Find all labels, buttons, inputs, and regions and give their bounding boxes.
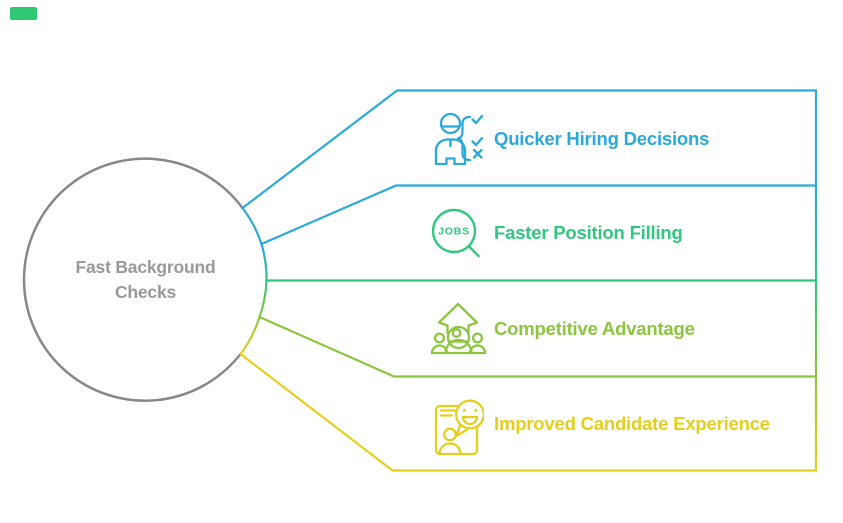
central-circle — [22, 157, 244, 402]
item1-label: Quicker Hiring Decisions — [494, 127, 710, 149]
central-node-title: Fast Background Checks — [75, 257, 216, 302]
item2-label: Faster Position Filling — [494, 222, 683, 243]
item3-label: Competitive Advantage — [494, 317, 695, 339]
jobs-search-icon: JOBS — [431, 208, 480, 258]
accent-bar — [10, 7, 37, 20]
jobs-icon-text: JOBS — [438, 226, 470, 238]
person-checklist-icon — [434, 112, 484, 165]
circle-arc-olive-yellow — [239, 315, 261, 356]
circle-arc-blue-green — [260, 242, 268, 282]
item1-connector — [241, 89, 818, 246]
candidate-chat-icon — [434, 399, 484, 456]
circle-arc-blue — [241, 206, 263, 246]
circle-arc-green-olive — [258, 279, 268, 319]
item4-connector — [239, 352, 818, 472]
team-growth-icon — [430, 302, 487, 355]
item4-label: Improved Candidate Experience — [494, 413, 770, 434]
item3-connector — [258, 315, 818, 378]
